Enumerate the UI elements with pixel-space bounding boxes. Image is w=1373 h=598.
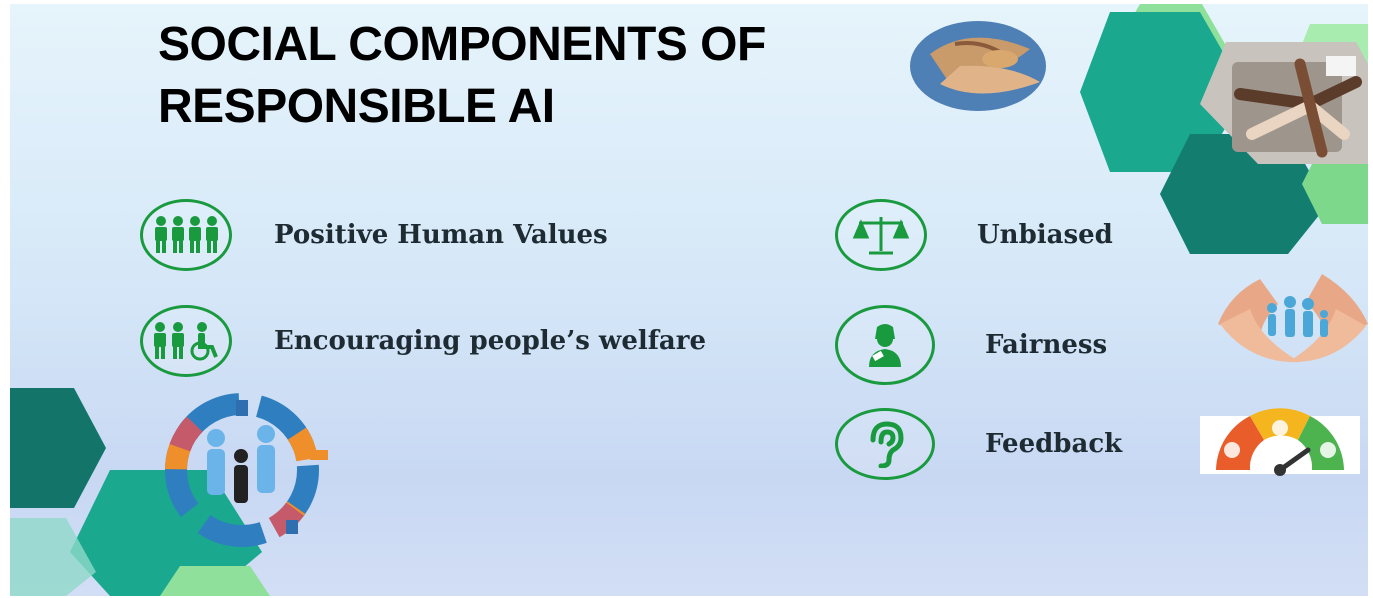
component-fairness: Fairness — [835, 305, 1107, 385]
people-circle-illustration — [165, 393, 328, 547]
people-group-icon — [140, 199, 232, 271]
judge-icon — [835, 305, 935, 385]
title-line-2: RESPONSIBLE AI — [158, 80, 555, 133]
balance-scale-icon — [835, 199, 927, 271]
people-wheelchair-icon — [140, 305, 232, 377]
hexagon-green-bottom — [160, 566, 270, 596]
caring-hands-illustration — [1218, 274, 1368, 363]
component-label: Unbiased — [977, 220, 1113, 250]
title-line-1: SOCIAL COMPONENTS OF — [158, 18, 766, 71]
component-encouraging-welfare: Encouraging people’s welfare — [140, 305, 706, 377]
page-title: SOCIAL COMPONENTS OF RESPONSIBLE AI — [158, 14, 766, 138]
component-positive-human-values: Positive Human Values — [140, 199, 608, 271]
ear-icon — [835, 408, 935, 480]
decorative-shapes — [10, 4, 1368, 596]
slide: SOCIAL COMPONENTS OF RESPONSIBLE AI Posi… — [10, 4, 1368, 596]
component-label: Encouraging people’s welfare — [274, 326, 707, 356]
hexagon-light-bottom — [10, 518, 96, 596]
component-label: Fairness — [985, 330, 1108, 360]
globe-hands-illustration — [910, 21, 1046, 111]
hexagon-dark-left — [10, 388, 106, 508]
feedback-gauge-illustration — [1200, 408, 1360, 476]
hexagon-teal-bottom — [70, 470, 262, 596]
component-label: Positive Human Values — [274, 220, 608, 250]
component-unbiased: Unbiased — [835, 199, 1113, 271]
hexagon-teal-large — [1080, 12, 1246, 172]
team-hands-photo — [1200, 42, 1368, 164]
component-label: Feedback — [985, 429, 1123, 459]
component-feedback: Feedback — [835, 408, 1122, 480]
